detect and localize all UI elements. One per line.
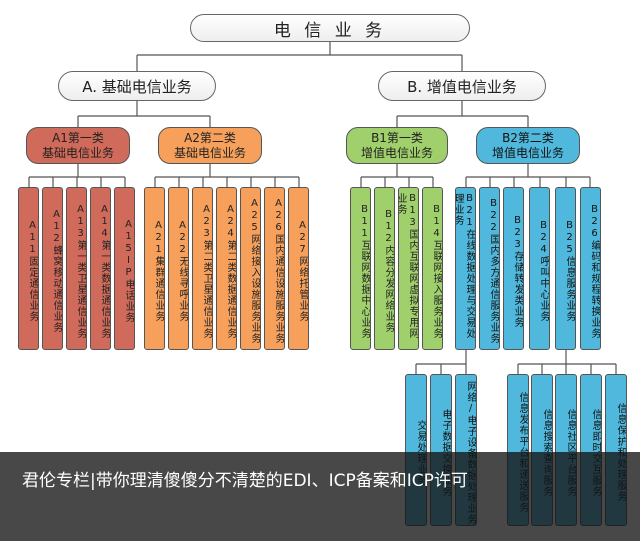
leaf-label: B24呼叫中心业务 xyxy=(538,220,549,322)
leaf-a21: A21集群通信业务 xyxy=(144,187,165,350)
leaf-a24: A24第二类数据通信业务 xyxy=(216,187,237,350)
leaf-b24: B24呼叫中心业务 xyxy=(529,187,550,350)
leaf-label: A14第一类数据通信业务 xyxy=(99,203,110,339)
leaf-a23: A23第二类卫星通信业务 xyxy=(192,187,213,350)
leaf-label: B21在线数据处理与交易处理业务 xyxy=(455,193,475,339)
leaf-label: A26国内通信设施服务业务 xyxy=(273,198,284,344)
leaf-b21: B21在线数据处理与交易处理业务 xyxy=(455,187,476,350)
category-a1-line1: A1第一类 xyxy=(52,130,104,145)
leaf-label: B25信息服务业务 xyxy=(564,220,575,322)
leaf-label: A23第二类卫星通信业务 xyxy=(201,203,212,339)
leaf-label: B13国内互联网虚拟专用网业务 xyxy=(398,193,418,339)
leaf-a26: A26国内通信设施服务业务 xyxy=(264,187,285,350)
branch-a-node: A. 基础电信业务 xyxy=(58,71,216,101)
leaf-b12: B12内容分发网络业务 xyxy=(374,187,395,350)
category-a2-line1: A2第二类 xyxy=(184,130,236,145)
root-node-label: 电 信 业 务 xyxy=(273,20,387,41)
leaf-label: A13第一类卫星通信业务 xyxy=(75,203,86,339)
category-b2: B2第二类 增值电信业务 xyxy=(476,127,580,164)
category-b1-line1: B1第一类 xyxy=(371,130,423,145)
leaf-a25: A25网络接入设施服务业务 xyxy=(240,187,261,350)
branch-b-label: B. 增值电信业务 xyxy=(407,77,517,96)
article-caption-overlay: 君伦专栏|带你理清傻傻分不清楚的EDI、ICP备案和ICP许可 xyxy=(0,452,640,541)
leaf-label: B12内容分发网络业务 xyxy=(383,209,394,333)
leaf-label: B26编码和规程转换业务 xyxy=(589,203,600,339)
leaf-label: B22国内多方通信服务业务 xyxy=(488,198,499,344)
leaf-label: A21集群通信业务 xyxy=(153,220,164,322)
leaf-label: B23存储转发类业务 xyxy=(512,214,523,328)
category-b1: B1第一类 增值电信业务 xyxy=(346,127,448,164)
category-a1: A1第一类 基础电信业务 xyxy=(26,127,130,164)
leaf-a15: A15IP电话业务 xyxy=(114,187,135,350)
leaf-a27: A27网络托管业务 xyxy=(288,187,309,350)
branch-a-label: A. 基础电信业务 xyxy=(82,77,192,96)
leaf-label: B14互联网接入服务业务 xyxy=(431,203,442,339)
category-a2: A2第二类 基础电信业务 xyxy=(158,127,262,164)
leaf-b25: B25信息服务业务 xyxy=(555,187,576,350)
leaf-label: A22无线寻呼业务 xyxy=(177,220,188,322)
leaf-b23: B23存储转发类业务 xyxy=(503,187,524,350)
leaf-label: A15IP电话业务 xyxy=(123,219,134,323)
leaf-label: A25网络接入设施服务业务 xyxy=(249,198,260,344)
category-a2-line2: 基础电信业务 xyxy=(173,145,246,160)
leaf-label: A24第二类数据通信业务 xyxy=(225,203,236,339)
leaf-a22: A22无线寻呼业务 xyxy=(168,187,189,350)
leaf-a13: A13第一类卫星通信业务 xyxy=(66,187,87,350)
leaf-a14: A14第一类数据通信业务 xyxy=(90,187,111,350)
leaf-b14: B14互联网接入服务业务 xyxy=(422,187,443,350)
leaf-label: A11固定通信业务 xyxy=(27,220,38,322)
leaf-b22: B22国内多方通信服务业务 xyxy=(479,187,500,350)
leaf-label: B11互联网数据中心业务 xyxy=(359,203,370,339)
root-node: 电 信 业 务 xyxy=(190,14,470,42)
leaf-a12: A12蜂窝移动通信业务 xyxy=(42,187,63,350)
category-b2-line1: B2第二类 xyxy=(502,130,554,145)
category-b2-line2: 增值电信业务 xyxy=(491,145,564,160)
leaf-b26: B26编码和规程转换业务 xyxy=(580,187,601,350)
leaf-b13: B13国内互联网虚拟专用网业务 xyxy=(398,187,419,350)
leaf-label: A27网络托管业务 xyxy=(297,220,308,322)
category-b1-line2: 增值电信业务 xyxy=(360,145,433,160)
leaf-label: A12蜂窝移动通信业务 xyxy=(51,209,62,333)
leaf-a11: A11固定通信业务 xyxy=(18,187,39,350)
branch-b-node: B. 增值电信业务 xyxy=(378,71,546,101)
article-caption-text: 君伦专栏|带你理清傻傻分不清楚的EDI、ICP备案和ICP许可 xyxy=(22,471,468,491)
leaf-b11: B11互联网数据中心业务 xyxy=(350,187,371,350)
category-a1-line2: 基础电信业务 xyxy=(41,145,114,160)
